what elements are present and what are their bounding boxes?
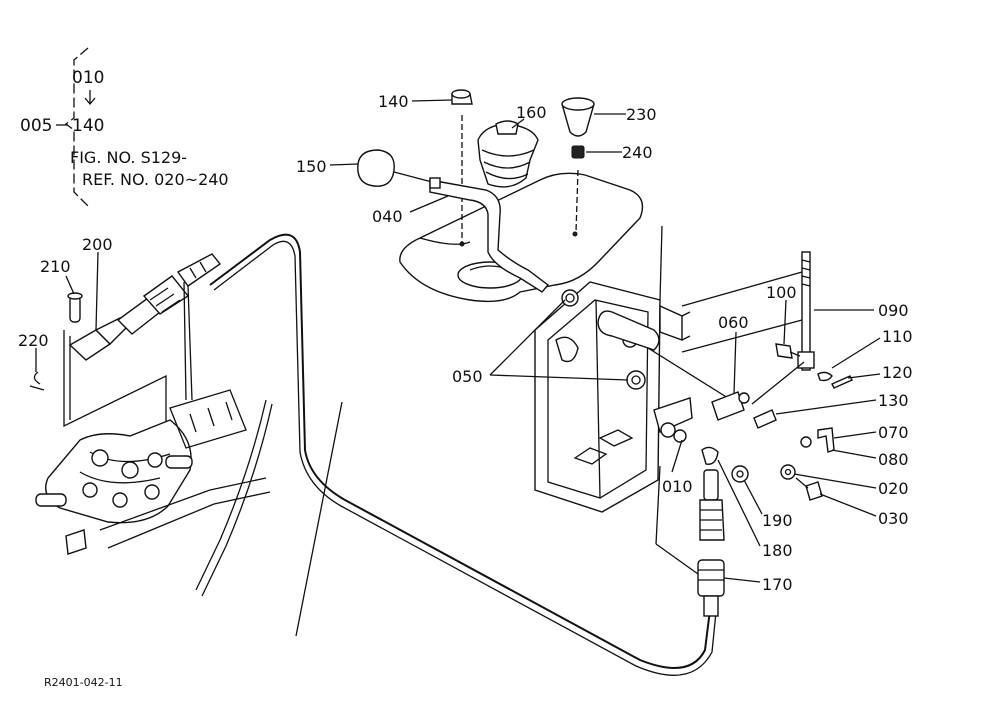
label-190: 190	[762, 511, 793, 530]
range-start: 010	[72, 68, 104, 88]
label-180: 180	[762, 541, 793, 560]
cable-end-fitting-right	[655, 465, 725, 617]
adjusting-rod	[751, 251, 853, 453]
drawing-code: R2401-042-11	[44, 676, 123, 689]
label-210: 210	[40, 257, 71, 276]
label-010: 010	[662, 477, 693, 496]
label-100: 100	[766, 283, 797, 302]
assembly-header: 005 010 140 FIG. NO. S129- REF. NO. 020~…	[20, 47, 229, 207]
label-040: 040	[372, 207, 403, 226]
assembly-number: 005	[20, 116, 52, 136]
leader-lines	[35, 99, 881, 583]
label-170: 170	[762, 575, 793, 594]
control-valve-block	[35, 330, 343, 637]
control-cable	[209, 233, 717, 676]
label-110: 110	[882, 327, 913, 346]
label-090: 090	[878, 301, 909, 320]
label-220: 220	[18, 331, 49, 350]
label-050: 050	[452, 367, 483, 386]
label-200: 200	[82, 235, 113, 254]
label-120: 120	[882, 363, 913, 382]
label-060: 060	[718, 313, 749, 332]
reference-range: REF. NO. 020~240	[82, 170, 229, 189]
floor-plate	[399, 115, 644, 303]
label-230: 230	[626, 105, 657, 124]
label-080: 080	[878, 450, 909, 469]
label-030: 030	[878, 509, 909, 528]
pivot-shaft	[597, 310, 750, 421]
range-end: 140	[72, 116, 104, 136]
clamp-assembly	[660, 422, 823, 501]
label-020: 020	[878, 479, 909, 498]
label-150: 150	[296, 157, 327, 176]
figure-reference: FIG. NO. S129-	[70, 148, 187, 167]
label-240: 240	[622, 143, 653, 162]
label-130: 130	[878, 391, 909, 410]
label-160: 160	[516, 103, 547, 122]
callout-labels: 140 160 230 240 150 040 200 210 220 050 …	[18, 92, 913, 594]
label-140: 140	[378, 92, 409, 111]
cable-end-fitting-left	[29, 253, 222, 401]
shift-lever-assembly	[357, 89, 595, 293]
label-070: 070	[878, 423, 909, 442]
